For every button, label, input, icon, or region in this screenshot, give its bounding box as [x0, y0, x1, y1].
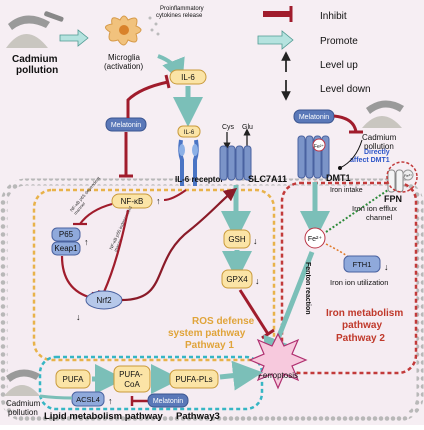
melatonin-left-box — [105, 117, 147, 132]
iron-pathway-label: Iron metabolism pathway Pathway 2 — [326, 308, 406, 344]
nfkb-to-p65-line — [79, 202, 113, 225]
gpx4-level-down-icon: ↓ — [255, 276, 260, 286]
promote-legend-icon — [257, 30, 294, 50]
cadmium-to-dmt1-line — [339, 139, 363, 169]
il6-receptor-icon — [178, 139, 199, 186]
melatonin-bottom-text: Melatonin — [153, 398, 183, 405]
cadmium-scoop-right-icon — [362, 100, 404, 128]
pathway1-box — [32, 188, 276, 362]
melatonin-inhibits-il6-line — [126, 80, 169, 118]
dmt1-label: DMT1 — [326, 173, 351, 183]
ferroptosis-star-icon — [248, 332, 308, 390]
fe3-text: Fe³⁺ — [404, 173, 412, 178]
cys-label: Cys — [222, 124, 235, 131]
gsh-text: GSH — [228, 235, 246, 244]
pathway2-box — [280, 181, 418, 375]
legend-inhibit-text: Inhibit — [320, 11, 347, 22]
pufa-box — [55, 369, 91, 389]
il6-small-box — [177, 125, 201, 138]
cadmium-label-right: Cadmium pollution — [362, 133, 398, 151]
promote-arrow — [59, 29, 89, 47]
il6-small-text: IL-6 — [184, 130, 195, 136]
pls-to-ferroptosis-arrow — [219, 360, 263, 391]
acsl4-text: ACSL4 — [76, 395, 100, 404]
fe2-to-fpn-line — [325, 189, 389, 233]
iron-intake-label: Iron intake — [330, 187, 363, 194]
fe2-mid-text: Fe²⁺ — [308, 236, 323, 243]
nfkb-level-up-icon: ↑ — [156, 196, 161, 206]
pufa-coa-text: PUFA- CoA — [119, 370, 145, 389]
fpn-highlight-circle — [386, 161, 418, 193]
keap1-text: Keap1 — [54, 244, 78, 253]
legend-level-down-text: Level down — [320, 84, 371, 95]
melatonin-left-text: Melatonin — [111, 122, 141, 129]
directly-affect-label: Directly affect DMT1 — [350, 149, 392, 164]
il6-to-nfkb-line — [163, 189, 187, 201]
gsh-box — [223, 229, 251, 249]
microglia-label: Microglia (activation) — [104, 53, 143, 71]
pufa-coa-box — [113, 365, 151, 393]
fth1-level-down-icon: ↓ — [384, 262, 389, 272]
il6-receptor-label: IL-6 receptor — [175, 175, 223, 184]
microglia-to-il6-arrow — [157, 54, 185, 84]
ferroptosis-text: Ferroptosis — [258, 371, 298, 380]
fe2-top-circle — [312, 138, 326, 152]
nrf2-to-slc7a11-arrow — [121, 187, 238, 302]
gpx4-box — [221, 269, 253, 289]
nrf2-level-down-icon: ↓ — [76, 312, 81, 322]
lipid-pathway-label: Lipid metabolism pathway — [44, 411, 163, 422]
keap1-level-up-icon: ↑ — [84, 237, 89, 247]
fth1-text: FTH1 — [353, 260, 372, 269]
nfkb-to-nrf2-line — [102, 209, 130, 293]
p65-text: P65 — [59, 230, 74, 239]
fe3-circle — [402, 169, 414, 181]
melatonin-right-text: Melatonin — [299, 114, 329, 121]
acsl4-level-up-icon: ↑ — [108, 396, 113, 406]
legend: Inhibit Promote Level up Level down — [257, 6, 371, 101]
gpx4-inhibits-ferroptosis-line — [238, 289, 270, 335]
fenton-reaction-label: Fenton reaction — [304, 262, 311, 315]
fpn-channel-icon — [387, 169, 404, 193]
gpx4-text: GPX4 — [226, 275, 248, 284]
cadmium-label-bottom: Cadmium pollution — [6, 399, 42, 417]
cadmium-to-acsl4-arrow — [39, 394, 73, 400]
fe2-top-text: Fe²⁺ — [314, 144, 325, 150]
pathway3-label: Pathway3 — [176, 411, 220, 422]
legend-promote-text: Promote — [320, 36, 358, 47]
proinflammatory-label: Proinflammatory cytokines release — [156, 6, 205, 19]
microglia-icon — [105, 15, 160, 46]
slc7a11-transporter-icon — [219, 145, 252, 181]
gsh-level-down-icon: ↓ — [253, 236, 258, 246]
nfkb-box — [111, 193, 153, 209]
nfkb-text: NF-κB — [121, 197, 144, 206]
fpn-label: FPN — [384, 194, 402, 204]
cadmium-scoop-bottom-icon — [4, 369, 40, 396]
legend-level-up-text: Level up — [320, 60, 358, 71]
keap1-box — [51, 241, 81, 256]
cadmium-label-top-left: Cadmium pollution — [12, 54, 60, 76]
pufa-text: PUFA — [63, 375, 85, 384]
slc7a11-label: SLC7A11 — [248, 174, 287, 184]
melatonin-bottom-box — [147, 393, 189, 408]
iron-utilization-label: Iron ion utilization — [330, 278, 388, 287]
fth1-box — [343, 255, 381, 273]
melatonin-inhibits-cadmium-line — [333, 114, 358, 133]
pufa-pls-text: PUFA-PLs — [175, 375, 212, 384]
p65-box — [51, 227, 81, 242]
il6-text: IL-6 — [181, 73, 195, 82]
pufa-pls-box — [169, 369, 219, 389]
glu-label: Glu — [242, 124, 253, 131]
cadmium-scoop-top-left-icon — [6, 11, 64, 48]
ros-pathway-label: ROS defense system pathway Pathway 1 — [168, 316, 257, 351]
il6-box — [169, 69, 207, 85]
fe2-mid-circle — [304, 227, 326, 249]
iron-efflux-label: Iron ion efflux channel — [352, 204, 399, 222]
nrf2-text: Nrf2 — [96, 296, 112, 305]
